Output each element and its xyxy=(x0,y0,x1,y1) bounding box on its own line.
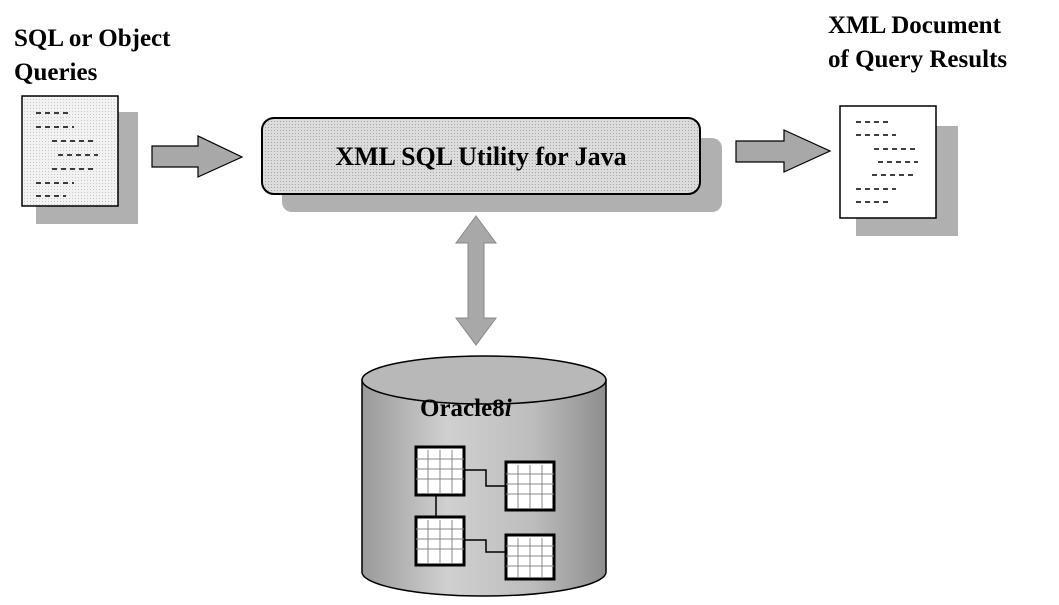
output-label-line1: XML Document xyxy=(828,12,1002,39)
input-document-icon xyxy=(21,95,138,224)
table-icon xyxy=(504,533,556,581)
arrow-right-icon xyxy=(151,135,244,178)
database-cylinder-icon: Oracle8i xyxy=(361,355,607,597)
input-document-lines xyxy=(36,112,98,197)
utility-label: XML SQL Utility for Java xyxy=(335,142,626,171)
table-icon xyxy=(414,445,466,497)
table-icon xyxy=(504,460,556,512)
input-label-line1: SQL or Object xyxy=(14,25,171,52)
input-label-line2: Queries xyxy=(14,59,98,86)
utility-box: XML SQL Utility for Java xyxy=(261,117,722,212)
output-document-icon xyxy=(839,105,958,236)
utility-box-body xyxy=(261,117,701,195)
input-document-page xyxy=(21,95,119,207)
database-label: Oracle8i xyxy=(420,395,512,422)
table-icon xyxy=(414,515,466,567)
arrow-right-icon xyxy=(735,129,832,173)
output-label-line2: of Query Results xyxy=(828,46,1007,73)
output-label: XML Document of Query Results xyxy=(828,12,1007,73)
database-cylinder-top xyxy=(361,355,607,405)
input-label: SQL or Object Queries xyxy=(14,25,171,86)
output-document-lines xyxy=(856,121,918,203)
double-arrow-vertical-icon xyxy=(455,215,497,346)
